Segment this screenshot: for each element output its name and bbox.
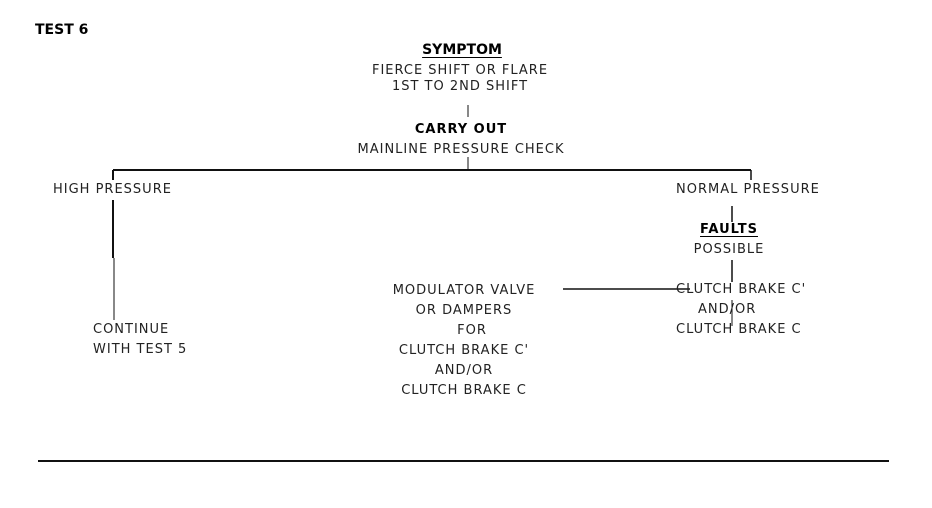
fault-line-3: CLUTCH BRAKE C xyxy=(676,322,802,337)
symptom-line-1: FIERCE SHIFT OR FLARE xyxy=(371,63,549,78)
faults-subheading: POSSIBLE xyxy=(693,242,765,257)
action-text: MAINLINE PRESSURE CHECK xyxy=(357,142,565,157)
symptom-heading: SYMPTOM xyxy=(422,42,502,58)
modulator-line-6: CLUTCH BRAKE C xyxy=(401,383,527,398)
modulator-line-3: FOR xyxy=(457,323,487,338)
modulator-line-1: MODULATOR VALVE xyxy=(392,283,536,298)
modulator-line-5: AND/OR xyxy=(434,363,494,378)
continue-line-2: WITH TEST 5 xyxy=(93,342,188,357)
high-pressure-label: HIGH PRESSURE xyxy=(53,182,172,197)
continue-line-1: CONTINUE xyxy=(93,322,170,337)
fault-line-1: CLUTCH BRAKE C' xyxy=(676,282,807,297)
page-title: TEST 6 xyxy=(35,22,89,38)
faults-heading: FAULTS xyxy=(700,222,758,237)
normal-pressure-label: NORMAL PRESSURE xyxy=(676,182,820,197)
modulator-line-2: OR DAMPERS xyxy=(415,303,513,318)
fault-line-2: AND/OR xyxy=(698,302,757,317)
symptom-line-2: 1ST TO 2ND SHIFT xyxy=(391,79,529,94)
modulator-line-4: CLUTCH BRAKE C' xyxy=(398,343,530,358)
action-heading: CARRY OUT xyxy=(414,122,508,137)
